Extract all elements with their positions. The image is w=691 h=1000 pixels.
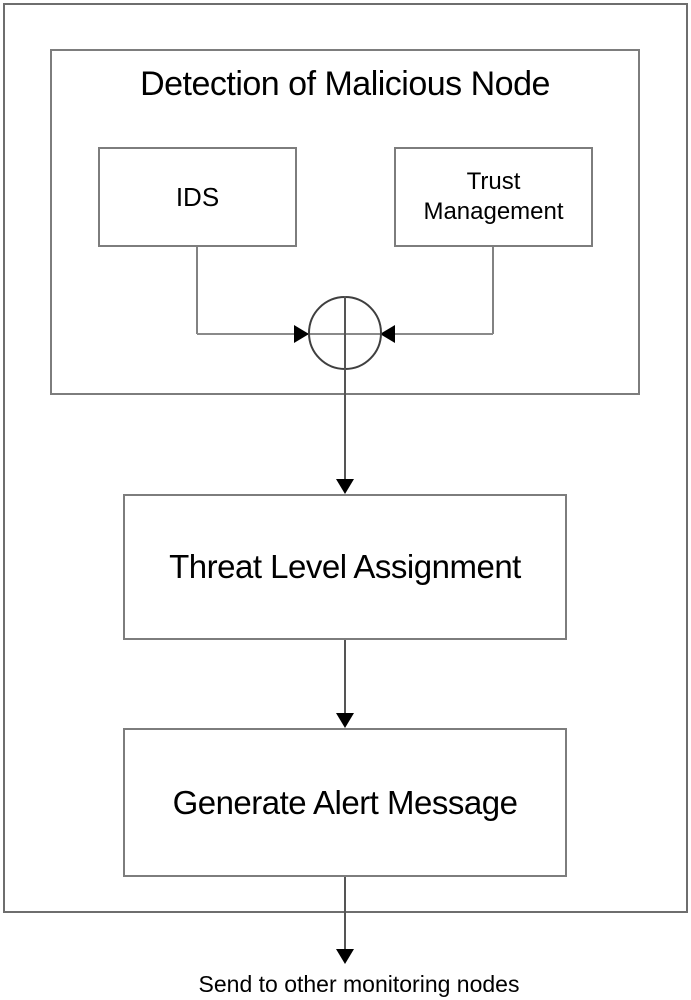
node-trust-management: Trust Management [394,147,593,247]
node-trust-management-label: Trust Management [423,167,563,227]
arrowhead-output-icon [336,949,354,964]
node-generate-alert-message-label: Generate Alert Message [172,783,518,821]
connector-trust-drop-line [492,247,494,334]
node-ids-label: IDS [175,181,220,212]
connector-output-line [344,877,346,950]
arrowhead-into-threat-icon [336,479,354,494]
connector-junction-vertical-line [344,296,346,479]
trust-label-line1: Trust [466,168,521,195]
output-caption: Send to other monitoring nodes [198,971,520,997]
node-threat-level-assignment: Threat Level Assignment [123,494,567,640]
connector-threat-to-generate-line [344,640,346,714]
node-generate-alert-message: Generate Alert Message [123,728,567,877]
node-threat-level-assignment-label: Threat Level Assignment [169,548,521,585]
arrowhead-into-generate-icon [336,713,354,728]
connector-ids-drop-line [196,247,198,334]
node-ids: IDS [98,147,297,247]
trust-label-line2: Management [423,198,564,225]
detection-group-title: Detection of Malicious Node [140,65,550,103]
arrowhead-trust-into-junction-icon [380,325,395,343]
arrowhead-ids-into-junction-icon [294,325,309,343]
